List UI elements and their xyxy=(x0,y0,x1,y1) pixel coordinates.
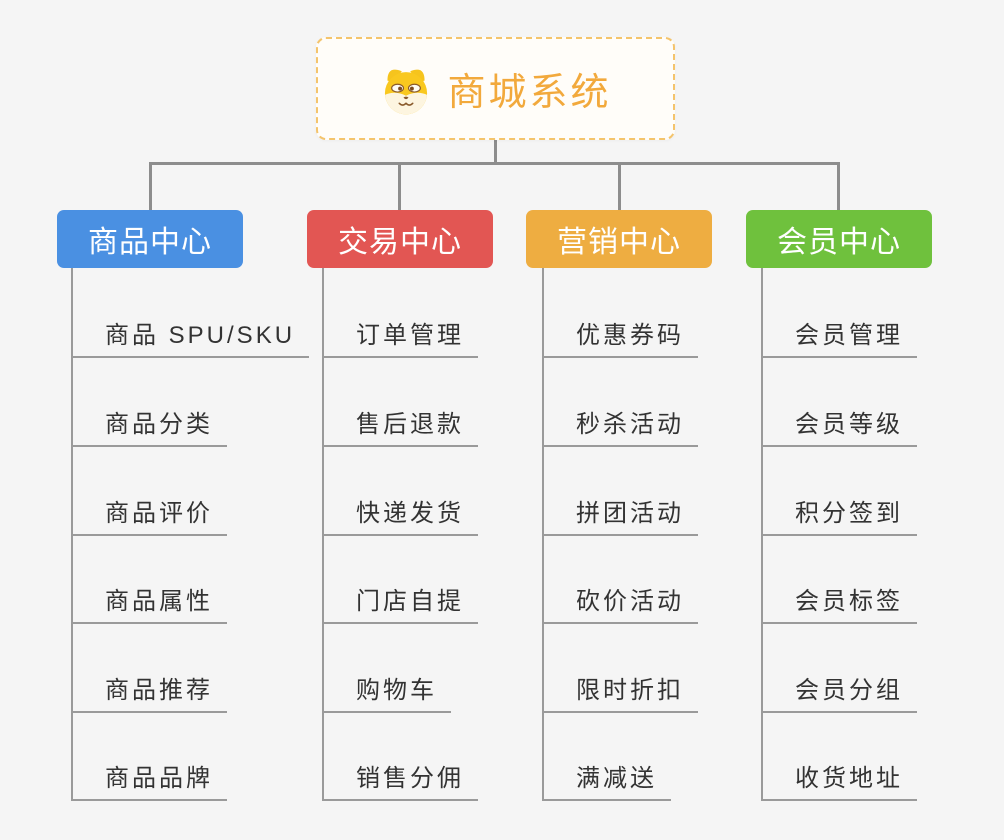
child-topic[interactable]: 订单管理 xyxy=(322,321,478,358)
child-topic[interactable]: 满减送 xyxy=(542,764,671,801)
connector-root-stem xyxy=(494,139,497,164)
child-topic[interactable]: 会员标签 xyxy=(761,587,917,624)
shiba-dog-icon xyxy=(385,69,428,114)
connector-horizontal-bar xyxy=(149,162,840,165)
child-topic[interactable]: 门店自提 xyxy=(322,587,478,624)
root-title: 商城系统 xyxy=(447,72,612,114)
child-topic[interactable]: 商品分类 xyxy=(71,410,227,447)
child-topic[interactable]: 优惠券码 xyxy=(542,321,698,358)
child-topic[interactable]: 会员等级 xyxy=(761,410,917,447)
child-topic[interactable]: 砍价活动 xyxy=(542,587,698,624)
branch-label: 营销中心 xyxy=(557,226,681,259)
child-topic[interactable]: 商品评价 xyxy=(71,499,227,536)
root-node[interactable]: 商城系统 xyxy=(316,37,675,140)
child-topic[interactable]: 购物车 xyxy=(322,676,451,713)
child-topic[interactable]: 售后退款 xyxy=(322,410,478,447)
child-topic[interactable]: 快递发货 xyxy=(322,499,478,536)
branch-label: 交易中心 xyxy=(338,226,462,259)
branch-box-marketing-center[interactable]: 营销中心 xyxy=(526,210,712,268)
branch-label: 商品中心 xyxy=(88,226,212,259)
child-topic[interactable]: 商品属性 xyxy=(71,587,227,624)
branch-label: 会员中心 xyxy=(777,226,901,259)
child-topic[interactable]: 销售分佣 xyxy=(322,764,478,801)
child-topic[interactable]: 商品品牌 xyxy=(71,764,227,801)
child-topic[interactable]: 收货地址 xyxy=(761,764,917,801)
connector-drop-member xyxy=(837,162,840,210)
child-topic[interactable]: 会员管理 xyxy=(761,321,917,358)
child-topic[interactable]: 限时折扣 xyxy=(542,676,698,713)
child-topic[interactable]: 拼团活动 xyxy=(542,499,698,536)
branch-box-trade-center[interactable]: 交易中心 xyxy=(307,210,493,268)
child-topic[interactable]: 秒杀活动 xyxy=(542,410,698,447)
connector-drop-product xyxy=(149,162,152,210)
child-topic[interactable]: 商品 SPU/SKU xyxy=(71,321,310,358)
child-topic[interactable]: 积分签到 xyxy=(761,499,917,536)
branch-box-product-center[interactable]: 商品中心 xyxy=(57,210,243,268)
connector-drop-trade xyxy=(398,162,401,210)
child-topic[interactable]: 会员分组 xyxy=(761,676,917,713)
child-topic[interactable]: 商品推荐 xyxy=(71,676,227,713)
connector-drop-marketing xyxy=(618,162,621,210)
branch-box-member-center[interactable]: 会员中心 xyxy=(746,210,932,268)
